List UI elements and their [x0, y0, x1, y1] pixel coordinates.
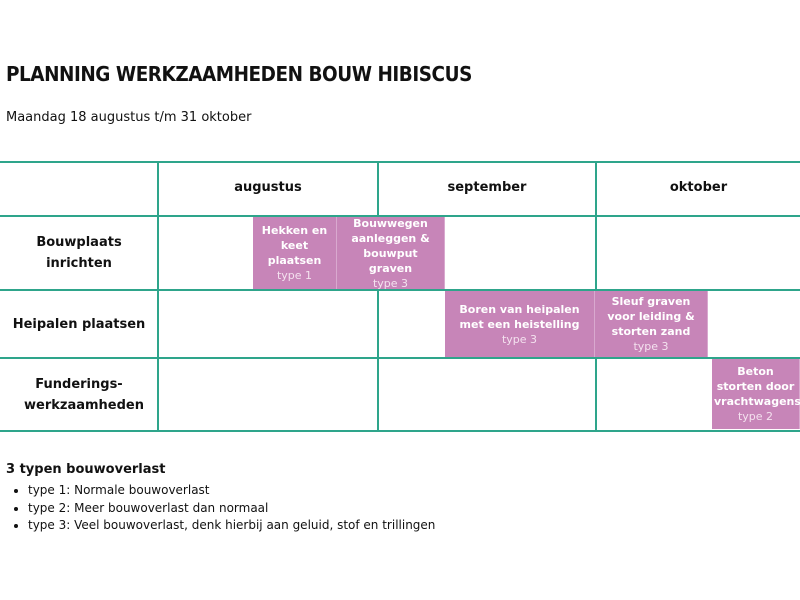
- legend-title: 3 typen bouwoverlast: [6, 462, 166, 477]
- task-type: type 2: [737, 410, 774, 423]
- month-header: oktober: [669, 180, 728, 195]
- task-type: type 3: [633, 340, 669, 353]
- grid-line: [0, 215, 800, 217]
- task-block: Beton storten door vrachtwagens type 2: [712, 359, 800, 429]
- task-type: type 3: [372, 276, 409, 290]
- row-label: Heipalen plaatsen: [12, 316, 146, 332]
- grid-line: [377, 161, 379, 432]
- legend-item: type 2: Meer bouwoverlast dan normaal: [28, 500, 435, 518]
- legend-item: type 1: Normale bouwoverlast: [28, 482, 435, 500]
- date-range: Maandag 18 augustus t/m 31 oktober: [6, 110, 252, 125]
- task-name: Beton storten door vrachtwagens: [714, 365, 800, 408]
- legend-item: type 3: Veel bouwoverlast, denk hierbij …: [28, 517, 435, 535]
- legend-list: type 1: Normale bouwoverlast type 2: Mee…: [6, 482, 435, 535]
- month-header: augustus: [234, 180, 302, 195]
- row-label-cell: Heipalen plaatsen: [0, 291, 158, 357]
- month-header: september: [447, 180, 527, 195]
- row-label-cell: Bouwplaats inrichten: [0, 217, 158, 289]
- grid-line: [157, 161, 159, 432]
- row-label: Funderings-werkzaamheden: [24, 376, 144, 413]
- grid-line: [0, 161, 800, 163]
- page-title: PLANNING WERKZAAMHEDEN BOUW HIBISCUS: [6, 62, 472, 86]
- task-block: Hekken en keet plaatsen type 1: [253, 217, 337, 289]
- task-type: type 1: [276, 269, 313, 282]
- grid-line: [0, 357, 800, 359]
- task-type: type 3: [501, 332, 538, 346]
- row-label-cell: Funderings-werkzaamheden: [0, 359, 158, 430]
- task-name: Boren van heipalen met een heistelling: [459, 302, 580, 331]
- task-name: Hekken en keet plaatsen: [261, 224, 328, 267]
- task-block: Sleuf graven voor leiding & storten zand…: [595, 291, 708, 357]
- grid-line: [0, 289, 800, 291]
- grid-line: [0, 430, 800, 432]
- task-name: Sleuf graven voor leiding & storten zand: [607, 295, 695, 338]
- task-name: Bouwwegen aanleggen & bouwput graven: [351, 216, 430, 275]
- row-label: Bouwplaats inrichten: [36, 235, 122, 271]
